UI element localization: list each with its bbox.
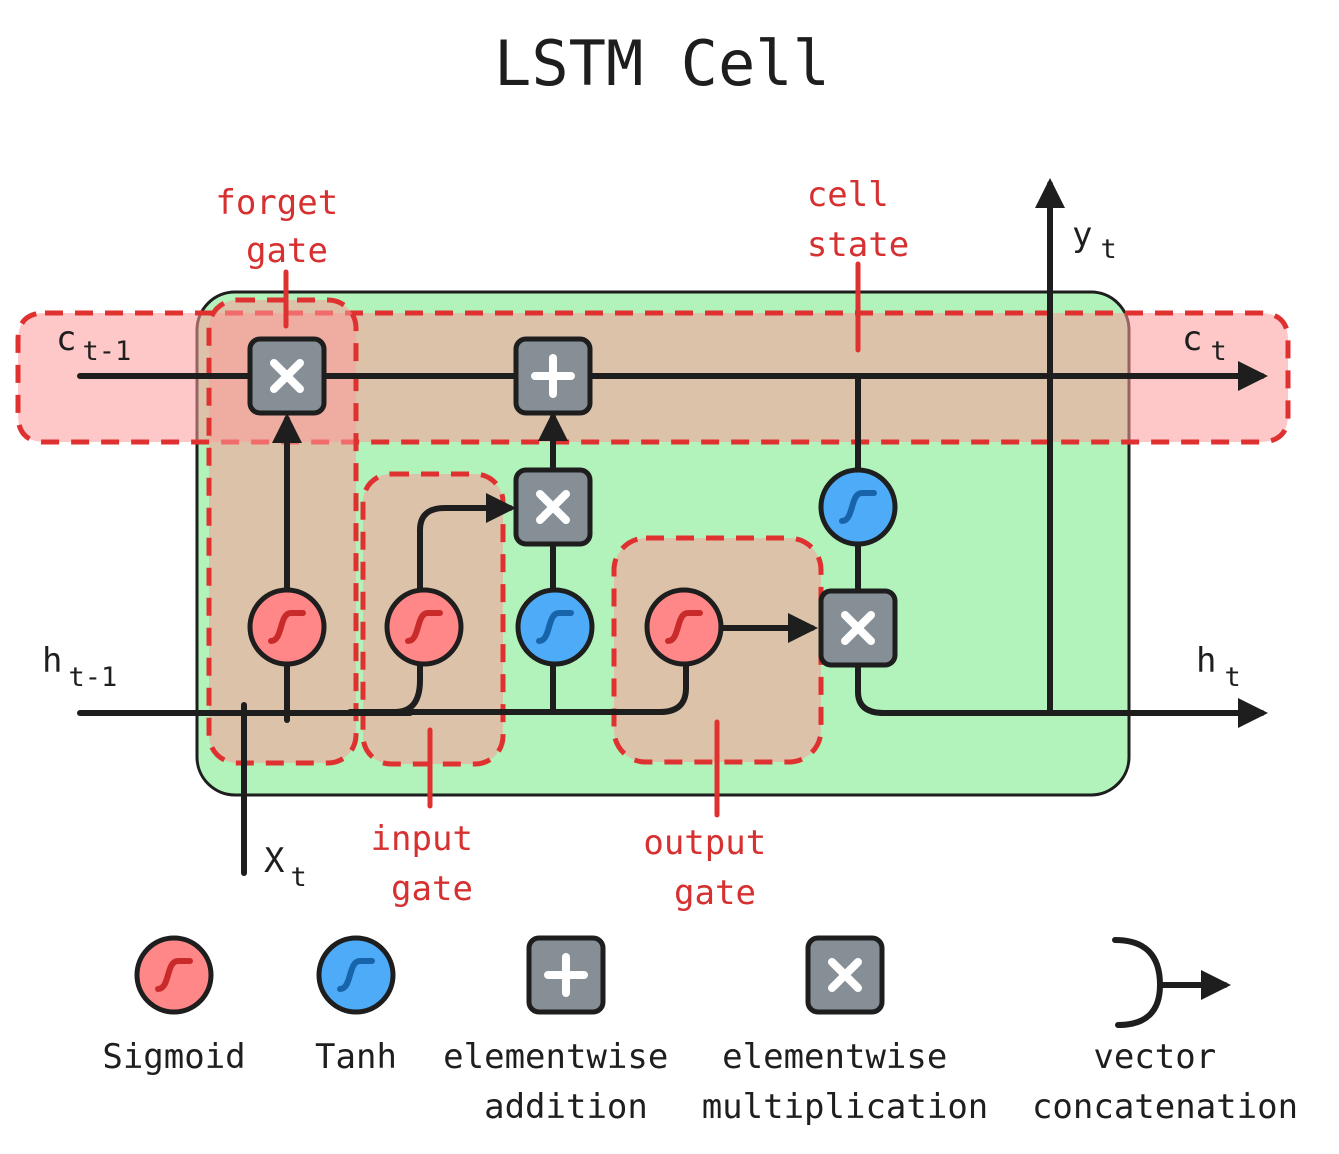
concat-bus xyxy=(347,649,689,715)
legend-concatenation-label: vector concatenation xyxy=(1032,1037,1298,1127)
legend-multiplication-label: elementwise multiplication xyxy=(702,1037,989,1127)
input-multiply-node xyxy=(513,467,593,547)
sigmoid-icon xyxy=(665,610,703,644)
output-sigmoid-node xyxy=(644,587,724,667)
multiply-icon xyxy=(828,958,862,992)
plus-icon xyxy=(544,953,588,997)
cell-tanh-node xyxy=(818,467,898,547)
tanh-icon xyxy=(839,490,877,524)
tanh-icon xyxy=(337,958,375,992)
candidate-tanh-node xyxy=(515,587,595,667)
input-gate-label: input gate xyxy=(371,819,494,909)
legend-addition-symbol xyxy=(526,935,606,1015)
tanh-icon xyxy=(536,610,574,644)
input-sigmoid-wire xyxy=(392,649,423,715)
h-output-line xyxy=(855,662,1268,728)
cell-state-label: cell state xyxy=(807,175,909,265)
concatenation-icon xyxy=(1112,937,1231,1028)
sigmoid-icon xyxy=(155,958,193,992)
multiply-icon xyxy=(841,611,875,645)
legend: Sigmoid Tanh elementwise addition elemen… xyxy=(102,935,1298,1127)
multiply-icon xyxy=(536,490,570,524)
legend-sigmoid-label: Sigmoid xyxy=(102,1037,245,1077)
page-title: LSTM Cell xyxy=(494,27,830,100)
forget-multiply-node xyxy=(247,336,327,416)
output-multiply-node xyxy=(818,588,898,668)
forget-gate-label: forget gate xyxy=(215,183,358,271)
plus-icon xyxy=(531,354,575,398)
forget-sigmoid-node xyxy=(247,587,327,667)
input-sigmoid-node xyxy=(384,587,464,667)
legend-addition-label: elementwise addition xyxy=(443,1037,689,1127)
legend-tanh-label: Tanh xyxy=(315,1037,397,1077)
cell-add-node xyxy=(513,336,593,416)
multiply-icon xyxy=(270,359,304,393)
output-gate-label: output gate xyxy=(643,823,786,913)
sigmoid-icon xyxy=(268,610,306,644)
legend-multiplication-symbol xyxy=(805,935,885,1015)
legend-tanh-symbol xyxy=(316,935,396,1015)
legend-sigmoid-symbol xyxy=(134,935,214,1015)
input-sigmoid-out-wire xyxy=(417,493,516,601)
sigmoid-icon xyxy=(405,610,443,644)
